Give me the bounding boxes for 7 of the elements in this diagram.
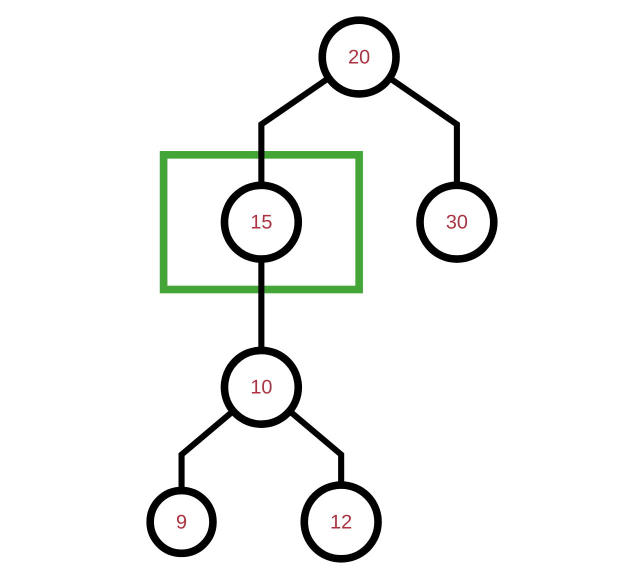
node-circle: 30 bbox=[416, 181, 498, 263]
node-circle: 15 bbox=[220, 181, 302, 263]
node-circle: 10 bbox=[220, 346, 302, 428]
node-circle: 9 bbox=[146, 486, 217, 558]
node-circle: 20 bbox=[318, 16, 400, 98]
cluster bbox=[160, 151, 363, 294]
node-circle: 12 bbox=[300, 481, 382, 563]
